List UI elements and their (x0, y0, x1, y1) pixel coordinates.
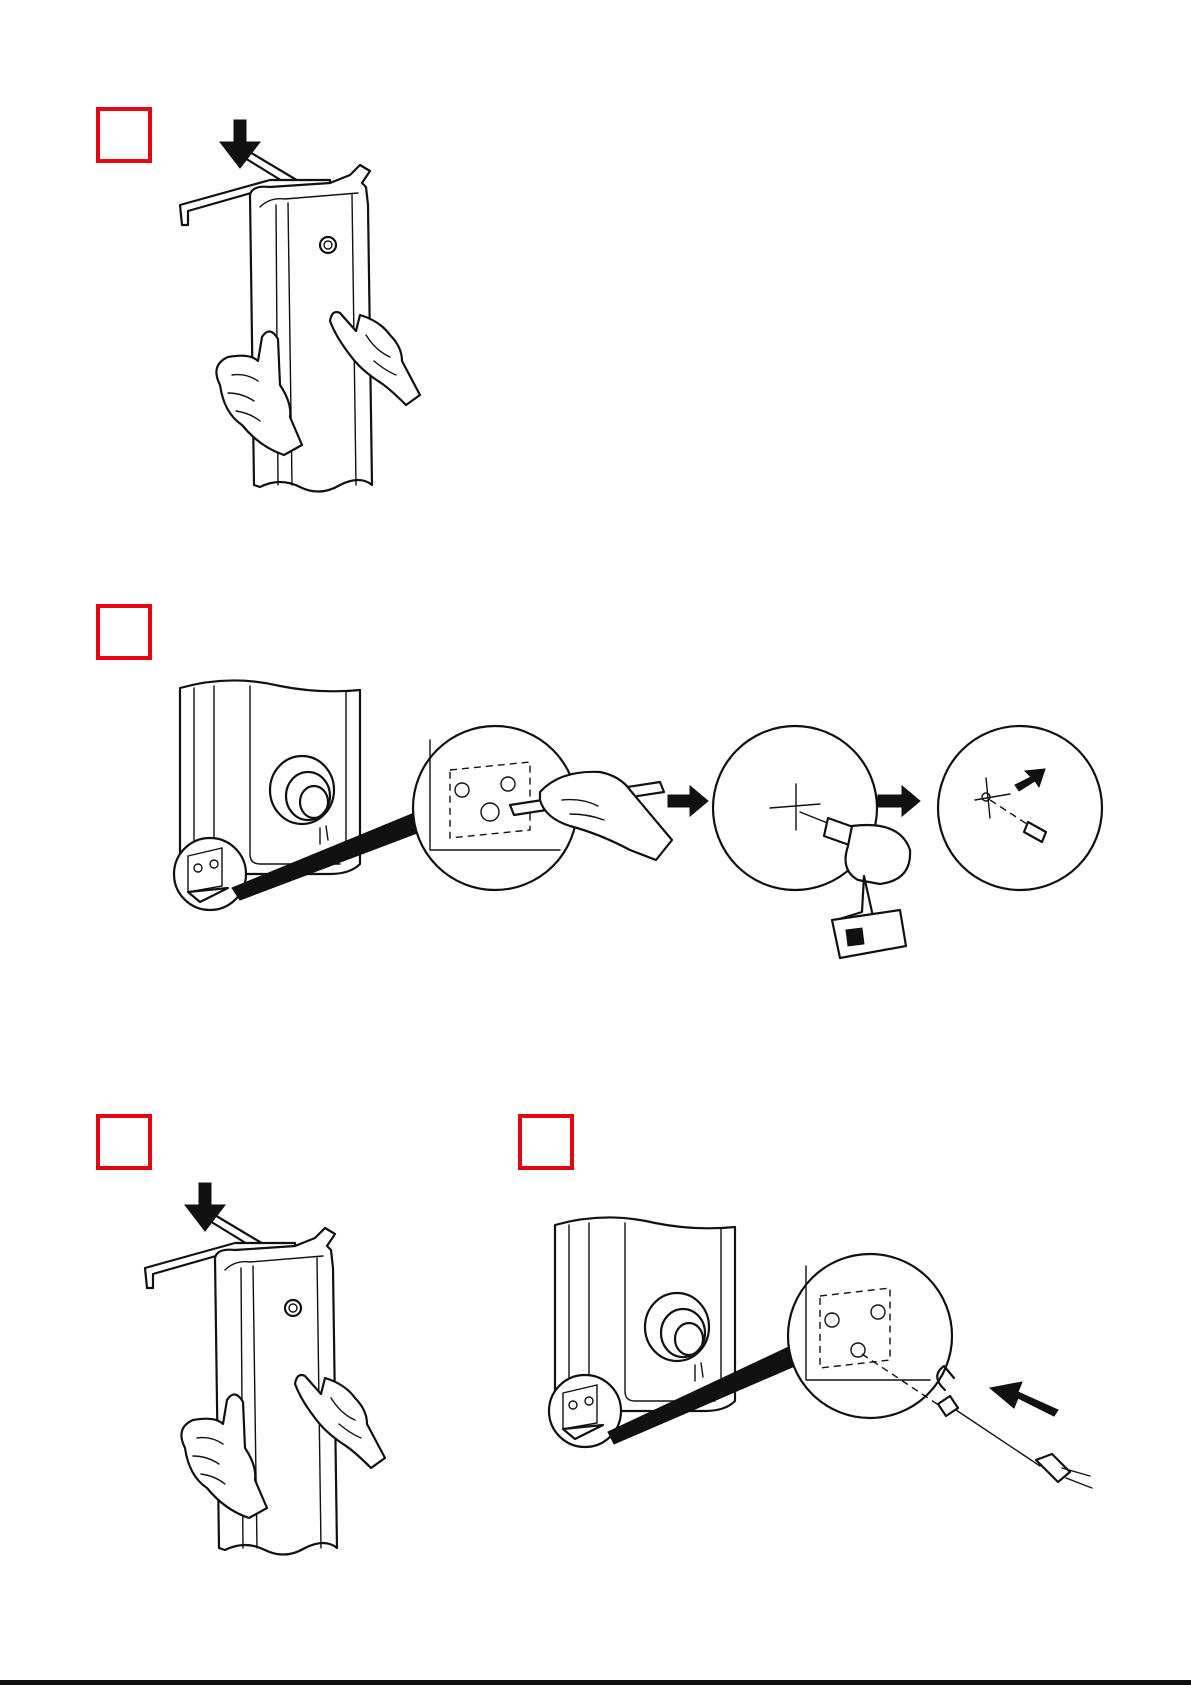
step-2-illustration (174, 680, 1102, 958)
step-1-illustration (180, 120, 420, 492)
detail-screw-circle (788, 1254, 952, 1418)
right-arrow-icon (668, 786, 708, 816)
page-bottom-rule (0, 1680, 1191, 1685)
step-3-illustration (145, 1183, 385, 1555)
push-arrow-icon (990, 1382, 1058, 1416)
step-4-illustration (549, 1217, 1092, 1488)
detail-plug-circle (938, 726, 1102, 890)
screwdriver-icon (938, 1396, 1092, 1488)
right-arrow-icon-2 (878, 786, 920, 816)
